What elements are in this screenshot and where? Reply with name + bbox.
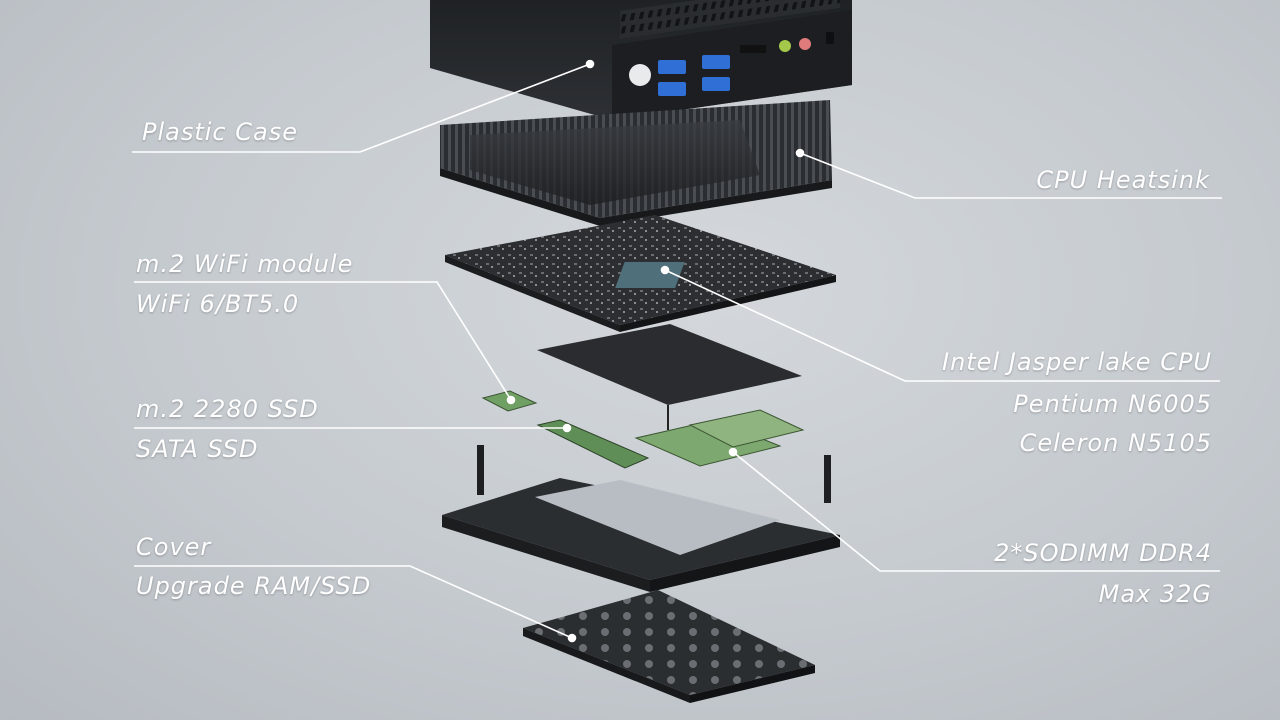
leader-lines xyxy=(132,59,1222,643)
label-cover-title: Cover xyxy=(136,533,212,561)
label-cpu-heatsink: CPU Heatsink xyxy=(1036,166,1210,194)
label-cpu-pentium: Pentium N6005 xyxy=(1013,390,1212,418)
label-wifi-spec: WiFi 6/BT5.0 xyxy=(136,290,300,318)
label-ssd-type: SATA SSD xyxy=(136,435,259,463)
cpu-heatsink xyxy=(440,100,832,226)
plastic-case xyxy=(430,0,852,120)
usb-port-icon xyxy=(658,55,730,96)
audio-jack-icon xyxy=(779,38,811,52)
motherboard xyxy=(445,215,836,332)
bottom-frame xyxy=(442,478,840,592)
label-ssd-title: m.2 2280 SSD xyxy=(136,395,319,423)
label-cpu-title: Intel Jasper lake CPU xyxy=(941,348,1212,376)
power-button-icon xyxy=(629,64,651,86)
label-plastic-case: Plastic Case xyxy=(142,118,298,146)
bottom-cover xyxy=(523,590,815,703)
label-wifi-title: m.2 WiFi module xyxy=(136,250,354,278)
thermal-pad xyxy=(537,324,802,405)
label-cpu-celeron: Celeron N5105 xyxy=(1019,429,1212,457)
label-ram-max: Max 32G xyxy=(1098,580,1212,608)
label-ram-title: 2*SODIMM DDR4 xyxy=(994,539,1212,567)
ram-modules xyxy=(634,409,805,467)
label-cover-desc: Upgrade RAM/SSD xyxy=(136,572,372,600)
